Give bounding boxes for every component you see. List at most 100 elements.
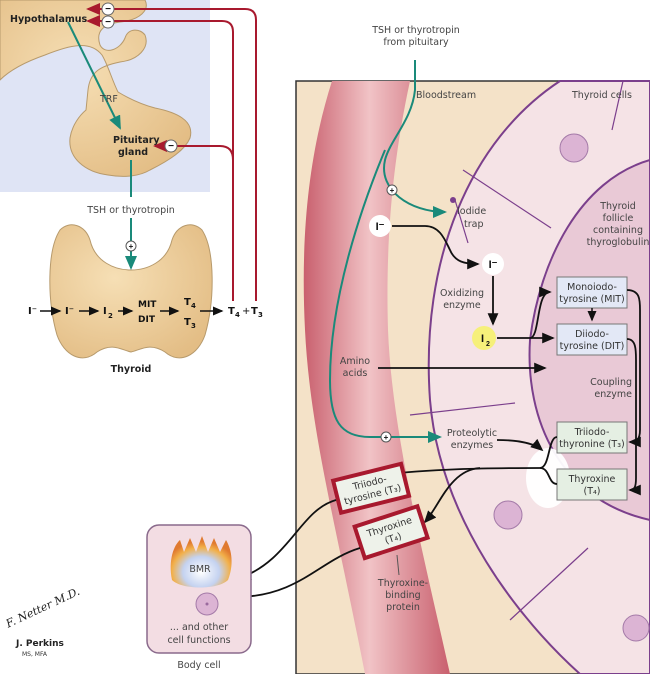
iodide-trap-label-1: Iodide <box>457 206 486 217</box>
thyroid-gland-shape <box>49 224 213 359</box>
output-t3: T <box>251 306 258 317</box>
bloodstream-label: Bloodstream <box>416 90 476 101</box>
svg-text:cell functions: cell functions <box>167 635 230 646</box>
blood-t3-box: Triiodo- tyrosine (T₃) <box>330 461 412 516</box>
svg-text:enzyme: enzyme <box>594 389 632 400</box>
tsh-to-proteolytic <box>328 149 442 443</box>
svg-text:acids: acids <box>343 368 368 379</box>
t3-to-body-cell <box>238 499 337 580</box>
body-cell: BMR ... and other cell functions Body ce… <box>146 524 252 671</box>
cell-nucleus <box>622 614 650 642</box>
svg-text:3: 3 <box>191 322 196 330</box>
inhibit-icon <box>101 2 115 16</box>
iodide-trap-label-2: trap <box>464 219 483 230</box>
t4-to-body-cell <box>238 547 361 603</box>
blood-t4-box: Thyroxine (T₄) <box>352 503 431 561</box>
thyroid-cells-label: Thyroid cells <box>571 90 632 101</box>
stimulate-icon <box>386 184 398 196</box>
hypothalamus-panel: Hypothalamus TRF Pituitary gland <box>0 0 210 197</box>
svg-text:Thyroid: Thyroid <box>599 201 636 212</box>
feedback-to-hypothalamus-1 <box>86 2 257 301</box>
svg-text:Oxidizing: Oxidizing <box>440 288 484 299</box>
svg-text:Coupling: Coupling <box>590 377 632 388</box>
pathway-dit: DIT <box>138 315 156 325</box>
svg-text:Proteolytic: Proteolytic <box>447 428 497 439</box>
svg-text:Thyroxine-: Thyroxine- <box>377 578 428 589</box>
pathway-iodide-in: I⁻ <box>28 306 37 317</box>
feedback-to-hypothalamus-2 <box>86 15 234 301</box>
svg-text:I⁻: I⁻ <box>376 221 385 233</box>
svg-text:tyrosine (MIT): tyrosine (MIT) <box>559 294 625 305</box>
svg-text:thyroglobulin: thyroglobulin <box>587 237 650 248</box>
cell-nucleus <box>493 500 523 530</box>
bmr-flame-icon <box>170 536 232 588</box>
thyroid-label: Thyroid <box>111 364 152 375</box>
svg-text:+: + <box>390 186 395 195</box>
pituitary-label-2: gland <box>118 147 148 158</box>
pituitary-label-1: Pituitary <box>113 135 160 146</box>
svg-text:I: I <box>481 333 484 345</box>
artist-credentials: MS, MFA <box>22 651 48 658</box>
stimulate-icon <box>380 431 392 443</box>
svg-text:Diiodo-: Diiodo- <box>575 329 609 340</box>
bmr-label: BMR <box>189 564 211 575</box>
iodide-circle-2 <box>482 253 504 275</box>
svg-text:−: − <box>105 4 111 15</box>
dit-box: Diiodo- tyrosine (DIT) <box>556 323 628 356</box>
stimulate-icon <box>125 240 137 252</box>
svg-text:enzyme: enzyme <box>443 300 481 311</box>
svg-text:+: + <box>242 306 250 317</box>
iodide-circle <box>369 215 391 237</box>
svg-text:containing: containing <box>593 225 643 236</box>
svg-text:Triiodo-: Triiodo- <box>574 427 610 438</box>
pathway-t3: T <box>184 317 191 328</box>
trf-label: TRF <box>99 94 118 105</box>
mit-box: Monoiodo- tyrosine (MIT) <box>556 276 628 309</box>
trf-arrow <box>67 21 121 130</box>
svg-text:2: 2 <box>108 312 113 320</box>
svg-text:2: 2 <box>486 341 490 348</box>
svg-text:... and other: ... and other <box>170 622 228 633</box>
tsh-to-iodide-trap <box>383 60 447 218</box>
feedback-to-pituitary <box>153 140 234 161</box>
tsh-source-label-2: from pituitary <box>383 37 449 48</box>
svg-text:I⁻: I⁻ <box>489 259 498 271</box>
output-t4: T <box>228 306 235 317</box>
thyroid-panel: TSH or thyrotropin + I⁻ I⁻ I 2 MIT DIT T… <box>28 205 263 375</box>
svg-text:+: + <box>129 242 134 251</box>
t3-box: Triiodo- thyronine (T₃) <box>556 421 628 454</box>
inhibit-icon <box>164 139 178 153</box>
hypothalamus-pituitary-shape <box>0 0 192 177</box>
tsh-source-label-1: TSH or thyrotropin <box>371 25 460 36</box>
t4-box: Thyroxine (T₄) <box>556 468 628 501</box>
svg-text:tyrosine (DIT): tyrosine (DIT) <box>560 341 625 352</box>
tsh-label: TSH or thyrotropin <box>86 205 175 216</box>
svg-text:enzymes: enzymes <box>451 440 494 451</box>
hypothalamus-label: Hypothalamus <box>10 14 88 25</box>
svg-text:binding: binding <box>385 590 420 601</box>
svg-text:Thyroxine: Thyroxine <box>568 474 616 485</box>
pathway-iodine: I <box>103 306 107 317</box>
signature: F. Netter M.D. J. Perkins MS, MFA <box>3 585 82 658</box>
svg-text:4: 4 <box>235 311 240 319</box>
svg-text:+: + <box>384 433 389 442</box>
body-cell-caption: Body cell <box>177 660 220 671</box>
inhibit-icon <box>101 15 115 29</box>
cell-nucleus <box>559 133 589 163</box>
svg-text:−: − <box>168 141 174 152</box>
svg-text:thyronine (T₃): thyronine (T₃) <box>559 439 624 450</box>
thyroid-cell-panel: Bloodstream Thyroid cells Iodide trap Th… <box>295 25 650 674</box>
artist-name: J. Perkins <box>15 639 64 649</box>
pathway-mit: MIT <box>138 300 157 310</box>
iodine-circle <box>472 326 496 350</box>
svg-text:Amino: Amino <box>340 356 370 367</box>
negative-feedback-lines: − − − <box>86 2 257 301</box>
svg-text:(T₄): (T₄) <box>583 486 600 497</box>
netter-signature: F. Netter M.D. <box>3 585 82 631</box>
pathway-t4: T <box>184 297 191 308</box>
svg-text:(T₄): (T₄) <box>383 531 403 547</box>
pathway-iodide: I⁻ <box>65 306 74 317</box>
svg-text:−: − <box>105 17 111 28</box>
svg-text:4: 4 <box>191 302 196 310</box>
